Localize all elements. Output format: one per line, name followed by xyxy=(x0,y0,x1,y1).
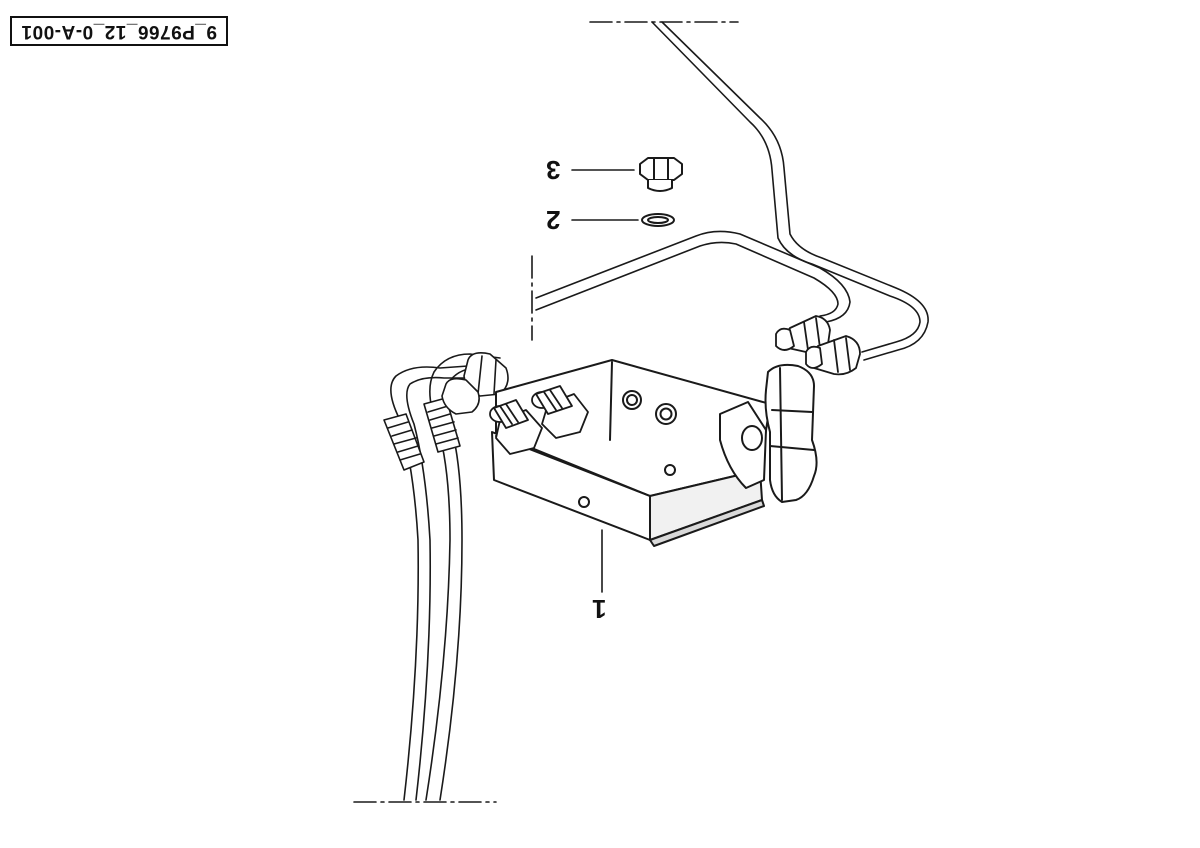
handle-lever xyxy=(764,363,818,503)
plug-part-3 xyxy=(639,157,683,192)
tube-b-inner xyxy=(535,241,839,317)
callout-1: 1 xyxy=(592,594,607,624)
callout-3: 3 xyxy=(546,155,561,185)
ferrule-left xyxy=(383,413,425,471)
fitting-lower xyxy=(805,335,861,376)
tube-b-outer xyxy=(535,230,851,323)
leader-lines xyxy=(571,169,639,593)
hose-ferrules xyxy=(383,352,509,471)
tube-fittings xyxy=(775,315,861,376)
valve-handle xyxy=(719,363,818,503)
ferrule-right xyxy=(423,397,461,453)
callout-2: 2 xyxy=(546,205,561,235)
block-fitting-left xyxy=(489,399,543,455)
tube-a-inner xyxy=(661,21,929,361)
mount-hole-1 xyxy=(664,464,676,476)
hose-1-b xyxy=(406,376,469,801)
block-fittings xyxy=(489,385,589,455)
hose-2-a xyxy=(425,353,501,801)
hose-nut-top xyxy=(463,352,509,397)
center-lines xyxy=(353,21,739,803)
seal-part-2 xyxy=(641,213,675,227)
drawing-id-box: 9_P9766_12_0-A-001 xyxy=(10,16,228,46)
rigid-tubes xyxy=(535,21,929,361)
fitting-upper xyxy=(775,315,831,354)
hose-nut-bottom xyxy=(441,377,480,415)
mount-hole-2 xyxy=(578,496,590,508)
block-fitting-right xyxy=(531,385,589,439)
